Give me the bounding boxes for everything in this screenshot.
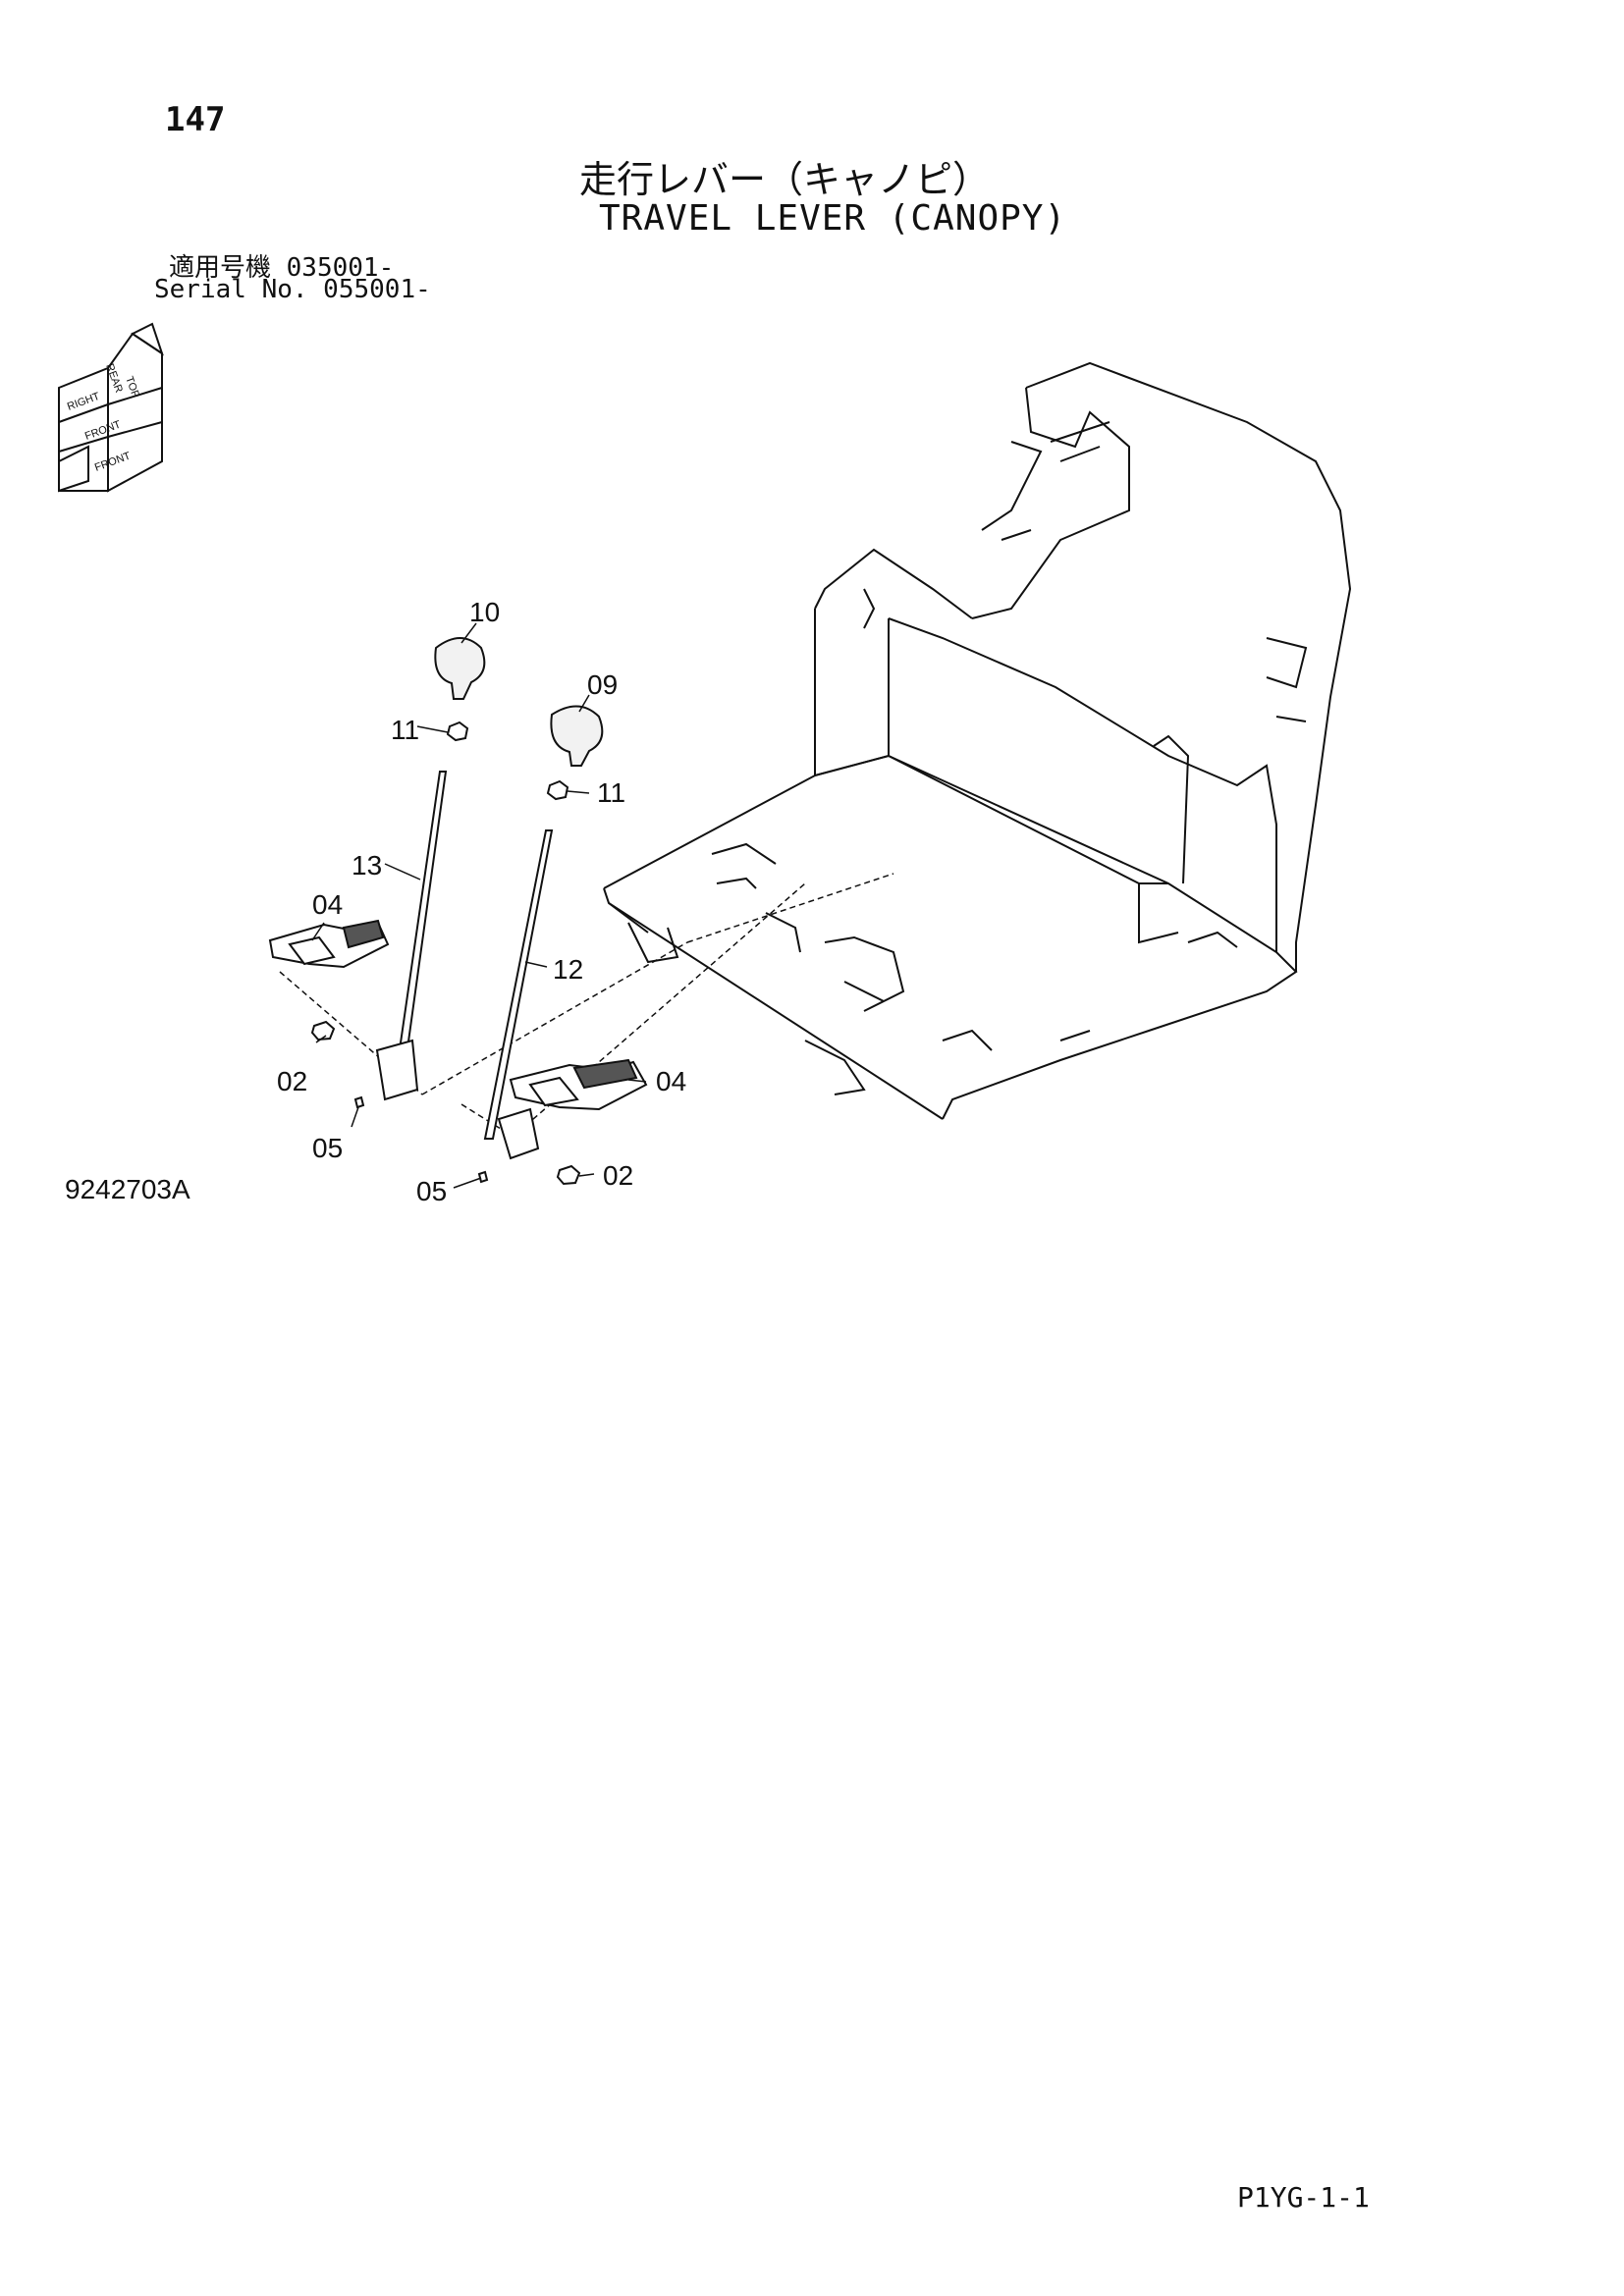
knob-09 — [550, 705, 604, 767]
callout-04: 04 — [656, 1066, 687, 1096]
nut-11 — [446, 721, 569, 801]
callout-05: 05 — [312, 1133, 344, 1163]
title-japanese: 走行レバー（キャノピ） — [579, 158, 991, 201]
leader-lines — [311, 622, 647, 1189]
page-number: 147 — [165, 100, 226, 139]
pedal-04-right — [509, 1058, 648, 1111]
orientation-icon: RIGHT TOP REAR FRONT FRONT — [58, 322, 164, 493]
lever-rod-12 — [483, 829, 554, 1160]
serial-applicable-jp: 適用号機 035001- — [169, 253, 395, 283]
lever-rod-13 — [375, 771, 448, 1101]
assembly-lines — [279, 873, 894, 1140]
callout-13: 13 — [352, 850, 383, 881]
title-english: TRAVEL LEVER (CANOPY) — [599, 198, 1067, 239]
bolt-02 — [310, 1020, 581, 1186]
callout-09: 09 — [587, 669, 619, 700]
canopy-frame-drawing — [603, 361, 1352, 1120]
knob-10 — [434, 637, 486, 700]
callout-04: 04 — [312, 889, 344, 920]
callout-02: 02 — [603, 1160, 634, 1191]
callout-11: 11 — [597, 777, 626, 808]
serial-number-en: Serial No. 055001- — [154, 275, 431, 304]
drawing-code: 9242703A — [65, 1174, 190, 1204]
page-code: P1YG-1-1 — [1237, 2181, 1370, 2214]
callout-12: 12 — [553, 954, 584, 985]
callout-11: 11 — [391, 715, 420, 745]
screw-05 — [353, 1095, 489, 1184]
callout-05: 05 — [416, 1176, 448, 1206]
pedal-04-left — [268, 919, 390, 969]
callout-10: 10 — [469, 597, 501, 627]
callout-02: 02 — [277, 1066, 308, 1096]
